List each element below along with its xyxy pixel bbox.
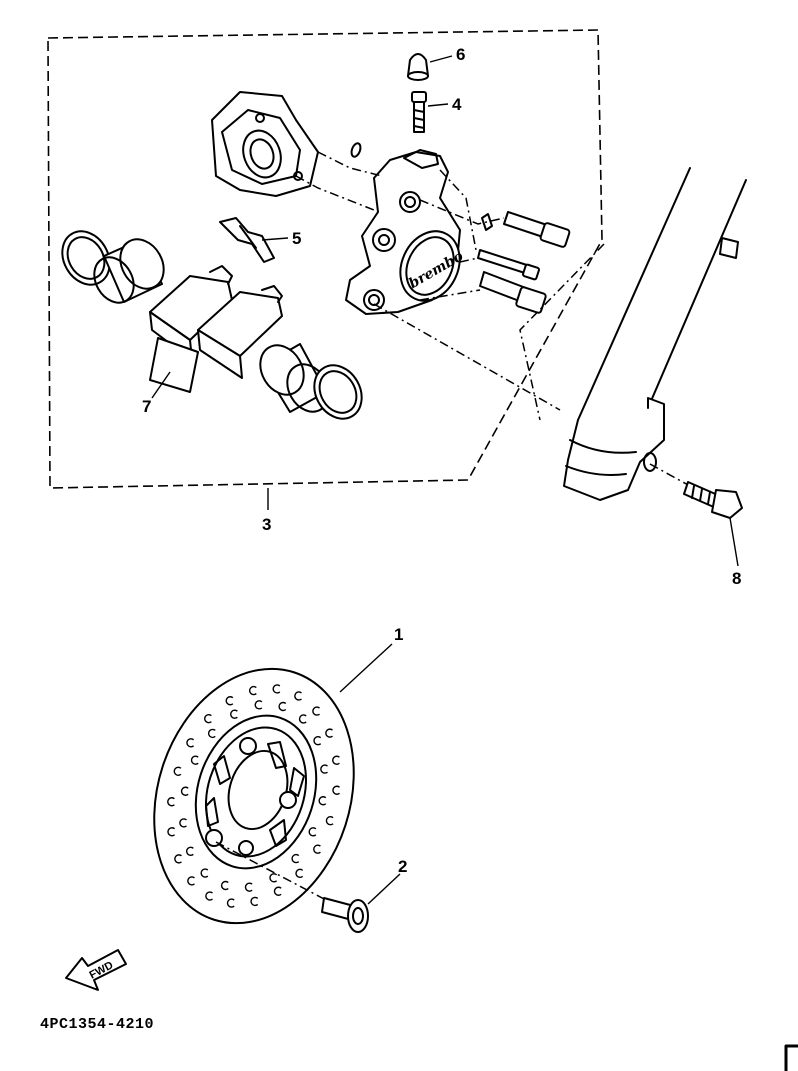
callout-5-leader [261,237,289,241]
disc-hole [312,706,320,716]
bleed-screw [411,91,427,133]
disc-hole [167,827,176,837]
caliper-pin [477,249,540,281]
disc-hole [174,854,182,864]
disc-hole [295,868,304,879]
disc-hole [200,868,209,878]
forward-direction-label: FWD [88,959,116,981]
front-fork-leg [563,167,747,501]
disc-hole [278,701,287,712]
callout-5: 5 [292,229,301,248]
callout-1: 1 [394,625,403,644]
disc-hole [173,766,182,776]
o-ring [350,142,362,158]
disc-hole [207,728,216,739]
callout-3: 3 [262,515,271,534]
disc-hole [318,796,327,806]
disc-hole [230,709,238,719]
disc-hole [273,886,282,896]
disc-hole [254,700,263,710]
disc-hole [298,714,307,724]
disc-hole [272,684,281,694]
disc-hole [269,873,278,883]
disc-hole [308,827,317,837]
caliper-bolt-upper [503,211,571,248]
disc-hole [179,818,187,828]
disc-hole [313,844,321,854]
caliper-outer-half [211,91,319,197]
disc-hole [180,786,189,796]
disc-hole [332,785,341,795]
caliper-body: brembo [345,149,466,315]
disc-hole [167,797,175,807]
callout-7: 7 [142,397,151,416]
disc-hole [325,728,333,738]
assembly-line-b [317,151,383,177]
caliper-mounting-bolt [683,481,743,519]
callout-2: 2 [398,857,407,876]
disc-hole [248,685,257,696]
disc-hole [332,755,340,765]
fork-mount-line-2 [519,243,605,421]
callout-6-leader [429,55,453,63]
callout-8-leader [729,517,739,567]
caliper-bolt-lower [479,271,547,314]
disc-hole [325,816,334,826]
corner-mark [784,1044,798,1071]
assembly-line-c [419,199,505,225]
callout-8: 8 [732,569,741,588]
callout-4-leader [427,103,449,107]
disc-bolt [321,897,369,933]
callout-4: 4 [452,95,462,114]
callout-2-leader [367,873,401,905]
disc-hole [320,764,328,774]
fork-bolt-line [649,463,691,487]
piston-upper-left [93,238,165,304]
forward-direction-arrow: FWD [65,949,127,991]
assembly-line-d [439,169,477,251]
callout-6: 6 [456,45,465,64]
disc-hole [313,736,322,746]
disc-hole [291,853,300,864]
disc-hole [186,738,195,748]
drawing-code: 4PC1354-4210 [40,1016,154,1033]
caliper-clip [481,213,493,231]
disc-hole [204,713,212,724]
disc-bolt-line [215,841,327,901]
disc-hole [190,755,199,765]
brake-pad-right [197,285,283,379]
piston-seal-lower-right [313,364,363,420]
pad-spring [219,217,275,263]
disc-hole [185,846,194,856]
assembly-line-f [459,257,479,263]
fork-mount-line [373,303,561,411]
piston-lower-right [259,343,330,413]
caliper-assembly-boundary [47,29,603,489]
disc-hole [220,880,229,891]
disc-hole [226,898,235,908]
disc-hole [294,691,302,701]
disc-hole [187,876,195,886]
callout-7-leader [151,371,171,399]
bleed-cap [407,53,429,81]
disc-hole [250,896,259,907]
disc-hole [225,696,234,706]
piston-seal-upper-left [61,230,111,286]
brake-disc-holes [167,684,341,908]
brake-pad-left [149,265,233,393]
assembly-line-a [295,175,375,211]
disc-hole [205,891,213,901]
brake-disc [153,667,355,925]
disc-hole [244,882,253,892]
callout-1-leader [339,643,393,693]
